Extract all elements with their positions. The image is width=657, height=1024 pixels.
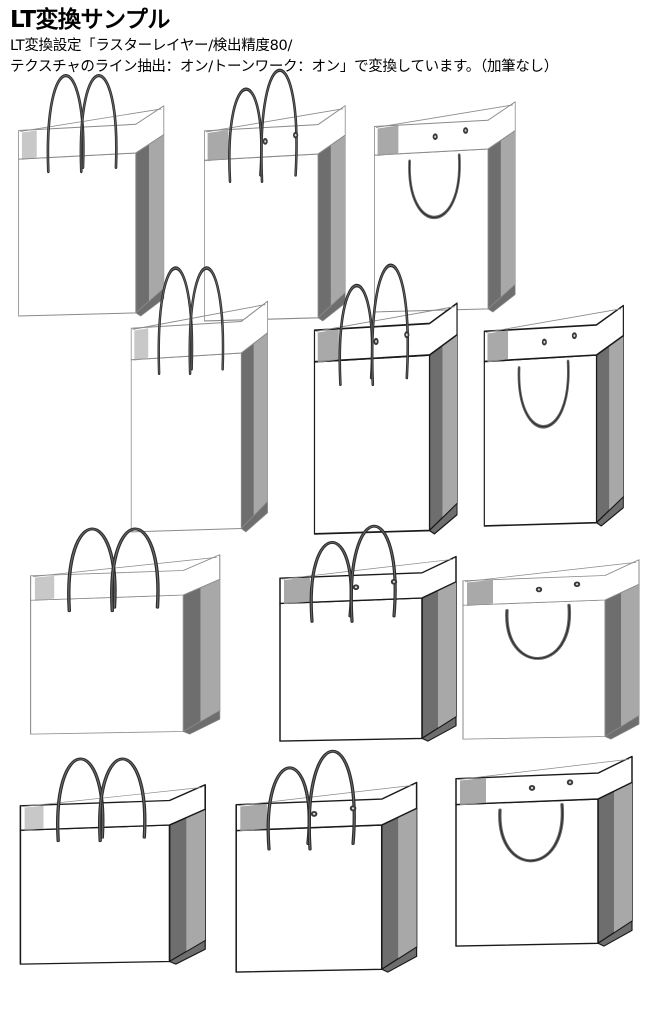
bag-r1c3 (368, 101, 528, 313)
bag-r4c1 (12, 757, 222, 965)
bag-r2c2 (308, 263, 470, 535)
bag-r1c2 (198, 68, 358, 322)
document-header: LT変換サンプル LT変換設定「ラスターレイヤー/検出精度80/ テクスチャのラ… (10, 7, 655, 77)
bag-r1c1 (12, 74, 177, 317)
bag-r3c2 (272, 524, 472, 742)
bag-r2c3 (478, 304, 636, 527)
subtitle-line-2: テクスチャのライン抽出：オン/トーンワーク：オン」で変換しています。（加筆なし） (10, 58, 558, 75)
bag-r3c1 (22, 527, 237, 735)
bag-r2c1 (125, 266, 280, 533)
bag-r3c3 (455, 559, 655, 740)
bag-r4c2 (228, 749, 433, 973)
bag-r4c3 (448, 755, 648, 947)
subtitle-line-1: LT変換設定「ラスターレイヤー/検出精度80/ (10, 38, 293, 55)
page-title: LT変換サンプル (10, 7, 170, 33)
